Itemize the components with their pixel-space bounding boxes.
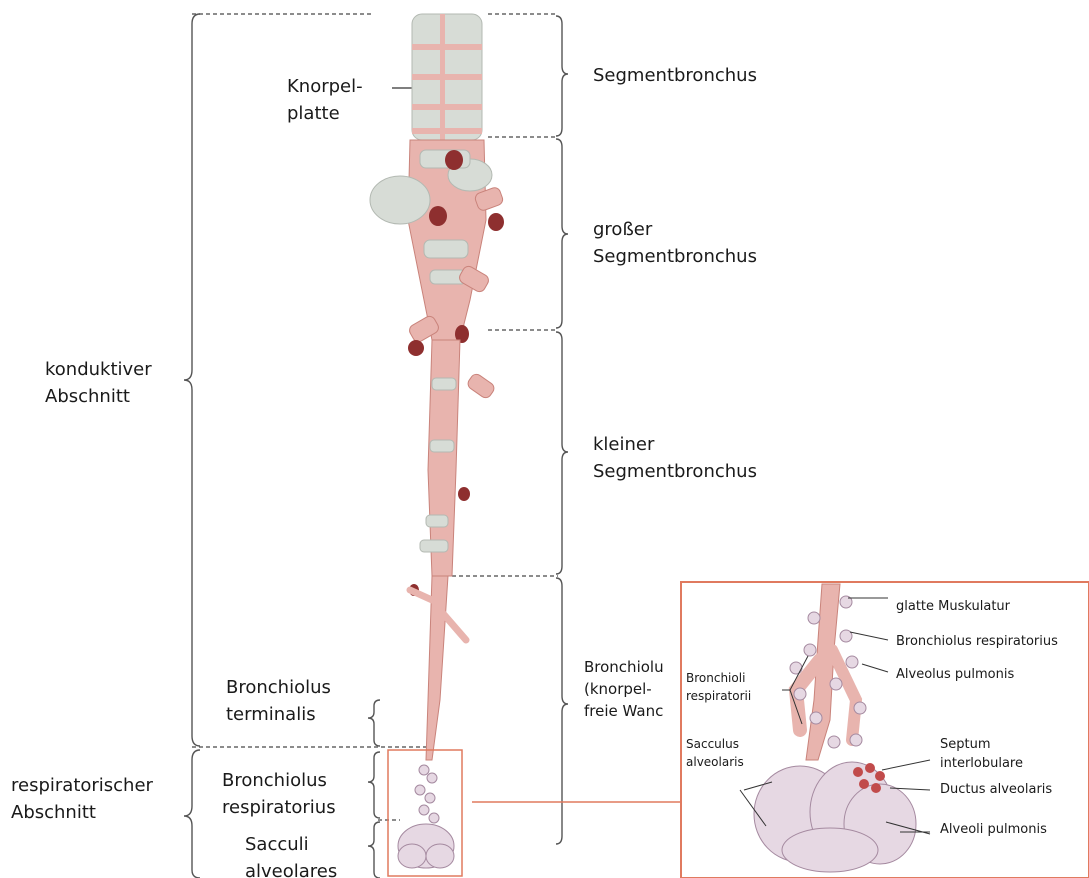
right-brackets [556, 16, 568, 844]
inset-label-glatte-muskulatur: glatte Muskulatur [896, 597, 1010, 616]
label-bronchiolus-terminalis: Bronchiolus terminalis [226, 674, 331, 728]
inset-label-septum-interlobulare: Septum interlobulare [940, 735, 1023, 773]
label-bronchiolus-knorpelfrei: Bronchiolu (knorpel- freie Wanc [584, 656, 666, 722]
inset-label-ductus-alveolaris: Ductus alveolaris [940, 780, 1052, 799]
left-brackets [184, 14, 380, 878]
label-sacculi-alveolares: Sacculi alveolares [245, 831, 337, 878]
inset-label-bronchiolus-respiratorius: Bronchiolus respiratorius [896, 632, 1058, 651]
label-segmentbronchus: Segmentbronchus [593, 62, 757, 89]
label-grosser-segmentbronchus: großer Segmentbronchus [593, 216, 757, 270]
inset-label-sacculus-alveolaris: Sacculus alveolaris [686, 735, 744, 771]
label-konduktiver-abschnitt: konduktiver Abschnitt [45, 356, 152, 410]
bronchus-illustration [370, 14, 504, 868]
label-kleiner-segmentbronchus: kleiner Segmentbronchus [593, 431, 757, 485]
label-bronchiolus-respiratorius: Bronchiolus respiratorius [222, 767, 336, 821]
inset-label-bronchioli-respiratorii: Bronchioli respiratorii [686, 669, 751, 705]
label-respiratorischer-abschnitt: respiratorischer Abschnitt [11, 772, 153, 826]
inset-label-alveolus-pulmonis: Alveolus pulmonis [896, 665, 1014, 684]
label-knorpelplatte: Knorpel- platte [287, 73, 363, 127]
inset-label-alveoli-pulmonis: Alveoli pulmonis [940, 820, 1047, 839]
